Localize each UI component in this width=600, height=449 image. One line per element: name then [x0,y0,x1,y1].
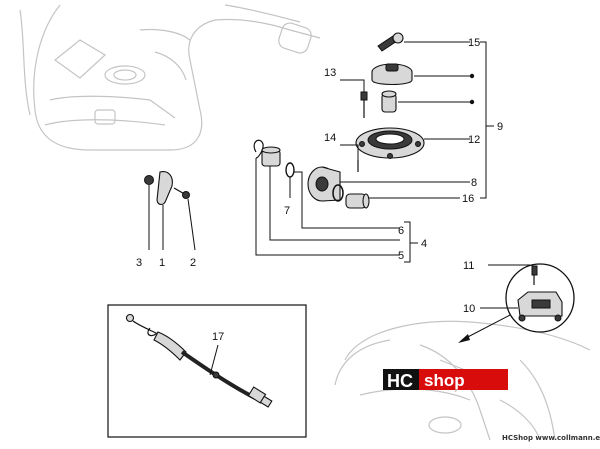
label-12: 12 [468,134,480,146]
part-17-cable [125,313,273,408]
label-15: 15 [468,37,480,49]
label-11: 11 [463,260,474,272]
label-8: 8 [471,177,477,189]
part-3-nut [144,175,154,185]
bracket-4 [404,221,411,263]
label-6: 6 [398,225,404,237]
label-2: 2 [190,257,196,269]
hcshop-logo: HC shop [383,369,508,391]
label-14: 14 [324,132,336,144]
label-10: 10 [463,303,475,315]
cable-box [107,304,307,438]
logo-hc: HC [387,371,413,391]
label-16: 16 [462,193,474,205]
part-15-screw [377,32,470,52]
part-6-sleeve [261,146,400,241]
leader-5 [255,158,400,256]
logo-shop: shop [424,371,465,390]
part-5-clip [253,139,264,159]
part-13-screw [340,79,368,118]
label-7: 7 [284,205,290,217]
part-7-washer [285,162,400,229]
label-5: 5 [398,250,404,262]
label-9: 9 [497,121,503,133]
footer-credit: HCShop www.collmann.eu [502,434,600,442]
scooter-front-ghost [19,4,321,151]
inset-detail [458,263,575,343]
part-14-pin [340,144,359,172]
label-17: 17 [212,331,224,343]
bracket-9 [480,41,487,199]
part-16-o-ring [332,184,460,209]
label-4: 4 [421,238,427,250]
label-1: 1 [159,257,165,269]
part-8-lock-barrel [307,166,470,202]
fuel-tank-cap [371,63,475,86]
cap-bushing [381,90,475,113]
lever-assembly [144,171,196,251]
part-12-tank-ring [355,127,470,159]
part-1-lever [156,171,173,206]
label-13: 13 [324,67,336,79]
label-3: 3 [136,257,142,269]
